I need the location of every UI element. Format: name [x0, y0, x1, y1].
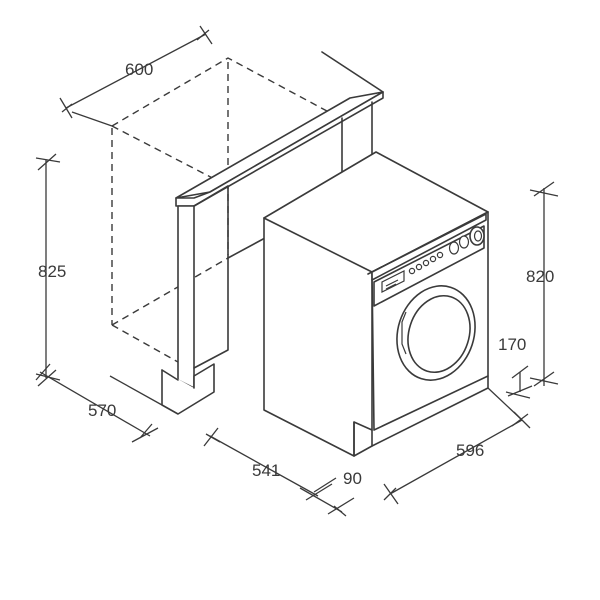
cavity-top-outline [111, 57, 341, 187]
cabinet-back-panel [341, 101, 373, 179]
dim-596-line [389, 419, 523, 495]
small-knob [458, 235, 470, 249]
program-button [408, 267, 416, 275]
dim-596-tick-left [383, 483, 399, 505]
dim-570-tick-left [35, 363, 51, 381]
dim-90-line [299, 487, 343, 513]
dim-596-tick-right [511, 411, 531, 429]
dimension-labels: 600 825 570 541 90 596 820 170 [38, 60, 554, 488]
main-dial-knob [469, 226, 485, 246]
dim-825-tick-top [35, 153, 61, 171]
dim-541-tick-left [203, 427, 221, 447]
machine-plinth-recess [353, 421, 373, 457]
label-machine-depth: 541 [252, 461, 280, 480]
cabinet-floor-line [227, 237, 266, 259]
dim-570-tick-right [131, 423, 159, 443]
program-button [415, 263, 423, 271]
dim-600-line [65, 33, 207, 109]
dim-90-tick-left [313, 477, 337, 493]
cabinet-plinth-edge [161, 369, 179, 381]
door-hinge [401, 311, 407, 355]
dim-820-tick-bottom [529, 371, 559, 387]
display-screen [381, 270, 405, 293]
label-door-protrusion: 90 [343, 469, 362, 488]
cabinet-panel-inner [193, 185, 229, 369]
program-button [436, 251, 444, 259]
label-cabinet-depth: 570 [88, 401, 116, 420]
cabinet-side-panel [177, 205, 195, 389]
dim-170-tick-top [511, 365, 529, 379]
cabinet-group [111, 51, 384, 415]
dim-541-tick-right [305, 483, 333, 501]
label-plinth-height: 170 [498, 335, 526, 354]
control-panel [367, 213, 487, 281]
label-cabinet-height: 825 [38, 262, 66, 281]
label-cabinet-width: 600 [125, 60, 153, 79]
dim-820-tick-top [529, 181, 559, 197]
button-row [408, 251, 444, 275]
washing-machine [263, 151, 489, 457]
display-text-lines [385, 279, 399, 290]
dim-541-line [209, 435, 319, 497]
label-machine-width: 596 [456, 441, 484, 460]
dim-600-ext [71, 111, 113, 127]
worktop-back-edge [321, 51, 384, 93]
dim-570-line [39, 371, 151, 437]
cavity-bottom-outline [111, 257, 229, 363]
door-glass [407, 294, 471, 374]
label-machine-height: 820 [526, 267, 554, 286]
dim-170-tick-bottom [505, 385, 533, 399]
dim-825-tick-bottom [35, 369, 61, 387]
dimension-lines [35, 25, 559, 517]
program-button [422, 259, 430, 267]
main-dial-inner [473, 230, 483, 242]
small-knob [448, 241, 460, 255]
dim-90-tick-right [327, 497, 355, 517]
program-button [429, 255, 437, 263]
dim-600-tick-left [59, 97, 73, 119]
dim-570-ext [109, 375, 163, 406]
dim-600-tick-right [196, 25, 213, 45]
dim-596-ext [487, 387, 523, 421]
